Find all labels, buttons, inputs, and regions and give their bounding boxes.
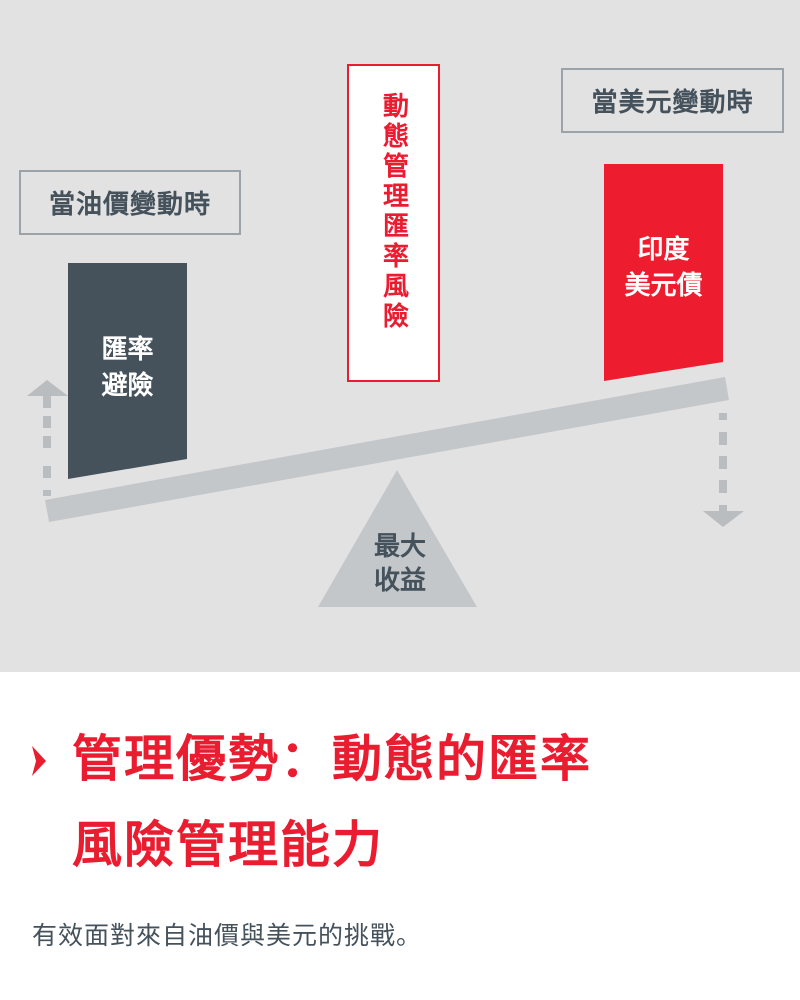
headline-line1: 管理優勢：動態的匯率	[72, 730, 592, 788]
usd-bond-line1: 印度	[637, 235, 690, 265]
max-return-line1: 最大	[373, 532, 426, 562]
fulcrum-triangle	[318, 470, 477, 607]
max-return-line2: 收益	[373, 566, 426, 596]
dynamic-fx-risk-text: 動態管理匯率風險	[378, 92, 409, 332]
headline-line2: 風險管理能力	[72, 816, 384, 874]
arrow-down-icon	[703, 413, 744, 527]
usd-bond-block-text: 印度 美元債	[604, 232, 723, 304]
hedge-line1: 匯率	[101, 335, 154, 365]
usd-change-text: 當美元變動時	[591, 88, 754, 118]
hedge-block	[68, 263, 187, 479]
usd-bond-line2: 美元債	[624, 271, 703, 301]
hedge-line2: 避險	[101, 371, 154, 401]
seesaw-diagram	[27, 164, 744, 607]
subtext: 有效面對來自油價與美元的挑戰。	[32, 921, 423, 950]
dynamic-fx-risk-box: 動態管理匯率風險	[347, 64, 440, 382]
max-return-label: 最大 收益	[352, 530, 448, 598]
arrow-up-icon	[27, 380, 68, 496]
hedge-block-text: 匯率 避險	[68, 332, 187, 404]
oil-price-change-text: 當油價變動時	[48, 190, 211, 220]
seesaw-beam	[45, 377, 729, 522]
oil-price-change-label: 當油價變動時	[19, 170, 241, 235]
usd-change-label: 當美元變動時	[561, 68, 784, 133]
usd-bond-block	[604, 164, 723, 381]
chevron-right-icon	[32, 746, 46, 776]
